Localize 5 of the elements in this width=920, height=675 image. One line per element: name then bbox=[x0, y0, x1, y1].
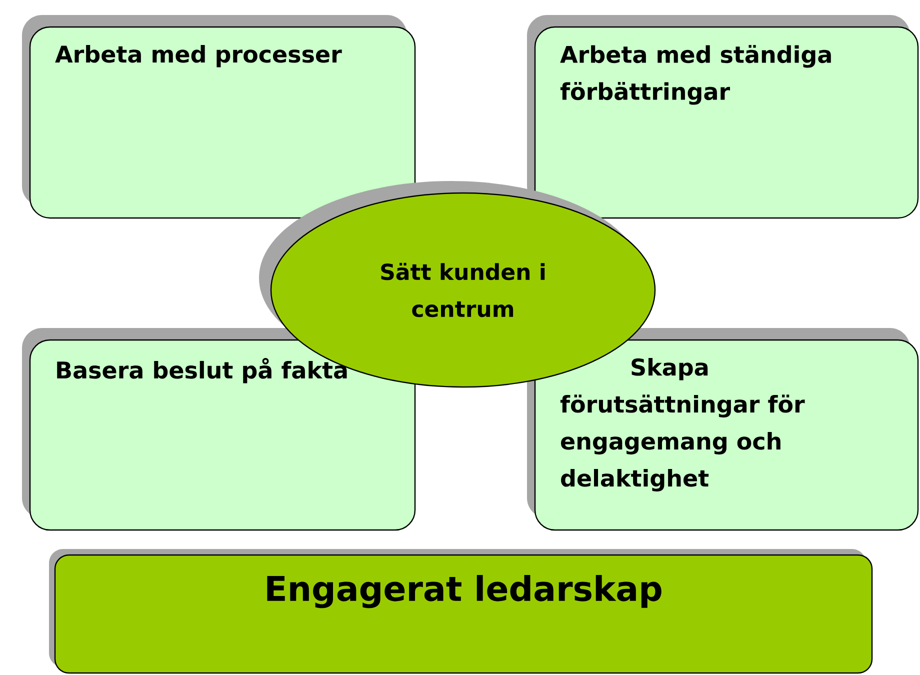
text-box: Basera beslut på fakta bbox=[22, 328, 416, 531]
foundation-bar: Engagerat ledarskap bbox=[49, 549, 873, 674]
text-box: Skapa förutsättningar för engagemang och delaktighet bbox=[527, 328, 919, 531]
text-box: Arbeta med ständiga förbättringar bbox=[527, 15, 919, 219]
text-box: Arbeta med processer bbox=[22, 15, 416, 219]
